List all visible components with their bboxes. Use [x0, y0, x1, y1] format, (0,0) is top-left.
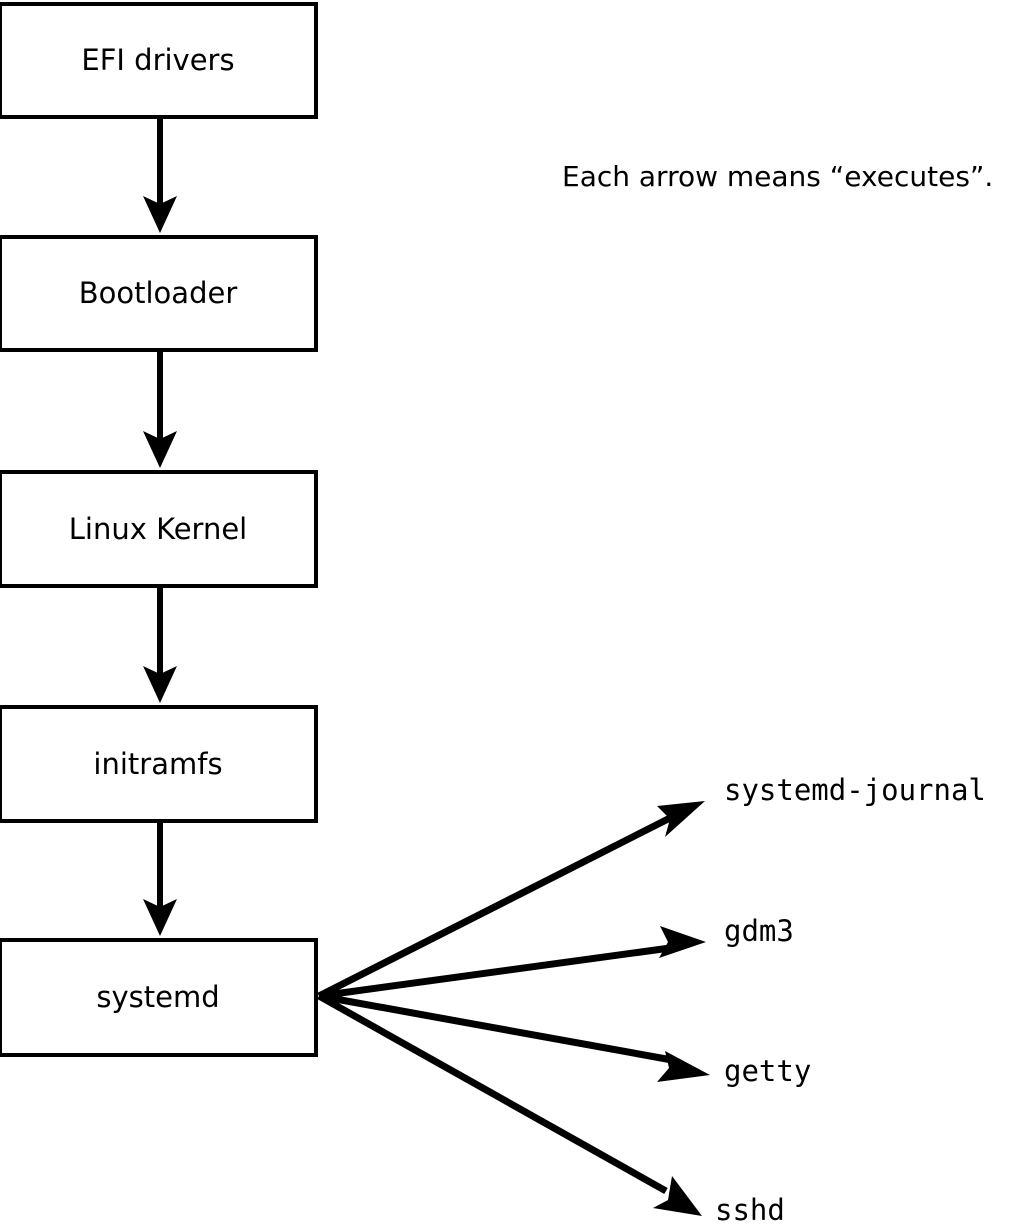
process-box-systemd[interactable]: systemd [0, 938, 318, 1057]
service-label-systemd-journal[interactable]: systemd-journal [724, 773, 986, 807]
fanout-arrow-sshd [317, 992, 702, 1216]
process-box-label: systemd [96, 980, 220, 1014]
fanout-arrow-gdm3 [318, 926, 706, 1000]
process-box-initramfs[interactable]: initramfs [0, 705, 318, 823]
process-box-label: initramfs [93, 746, 223, 781]
process-box-linux-kernel[interactable]: Linux Kernel [0, 470, 318, 588]
service-label-gdm3[interactable]: gdm3 [724, 914, 794, 948]
chain-arrow-efi-to-bootloader [143, 119, 177, 233]
process-box-efi-drivers[interactable]: EFI drivers [0, 2, 318, 119]
service-label-sshd[interactable]: sshd [715, 1193, 785, 1227]
process-box-bootloader[interactable]: Bootloader [0, 235, 318, 352]
chain-arrow-kernel-to-initramfs [143, 588, 177, 703]
service-label-getty[interactable]: getty [724, 1054, 812, 1088]
fanout-arrow-getty [318, 992, 710, 1082]
fanout-arrow-systemd-journal [317, 801, 705, 1000]
process-box-label: EFI drivers [81, 43, 235, 77]
legend-caption: Each arrow means “executes”. [562, 160, 994, 193]
chain-arrow-bootloader-to-kernel [143, 352, 177, 468]
process-box-label: Linux Kernel [68, 511, 248, 546]
chain-arrow-initramfs-to-systemd [143, 822, 177, 936]
process-box-label: Bootloader [78, 276, 238, 310]
